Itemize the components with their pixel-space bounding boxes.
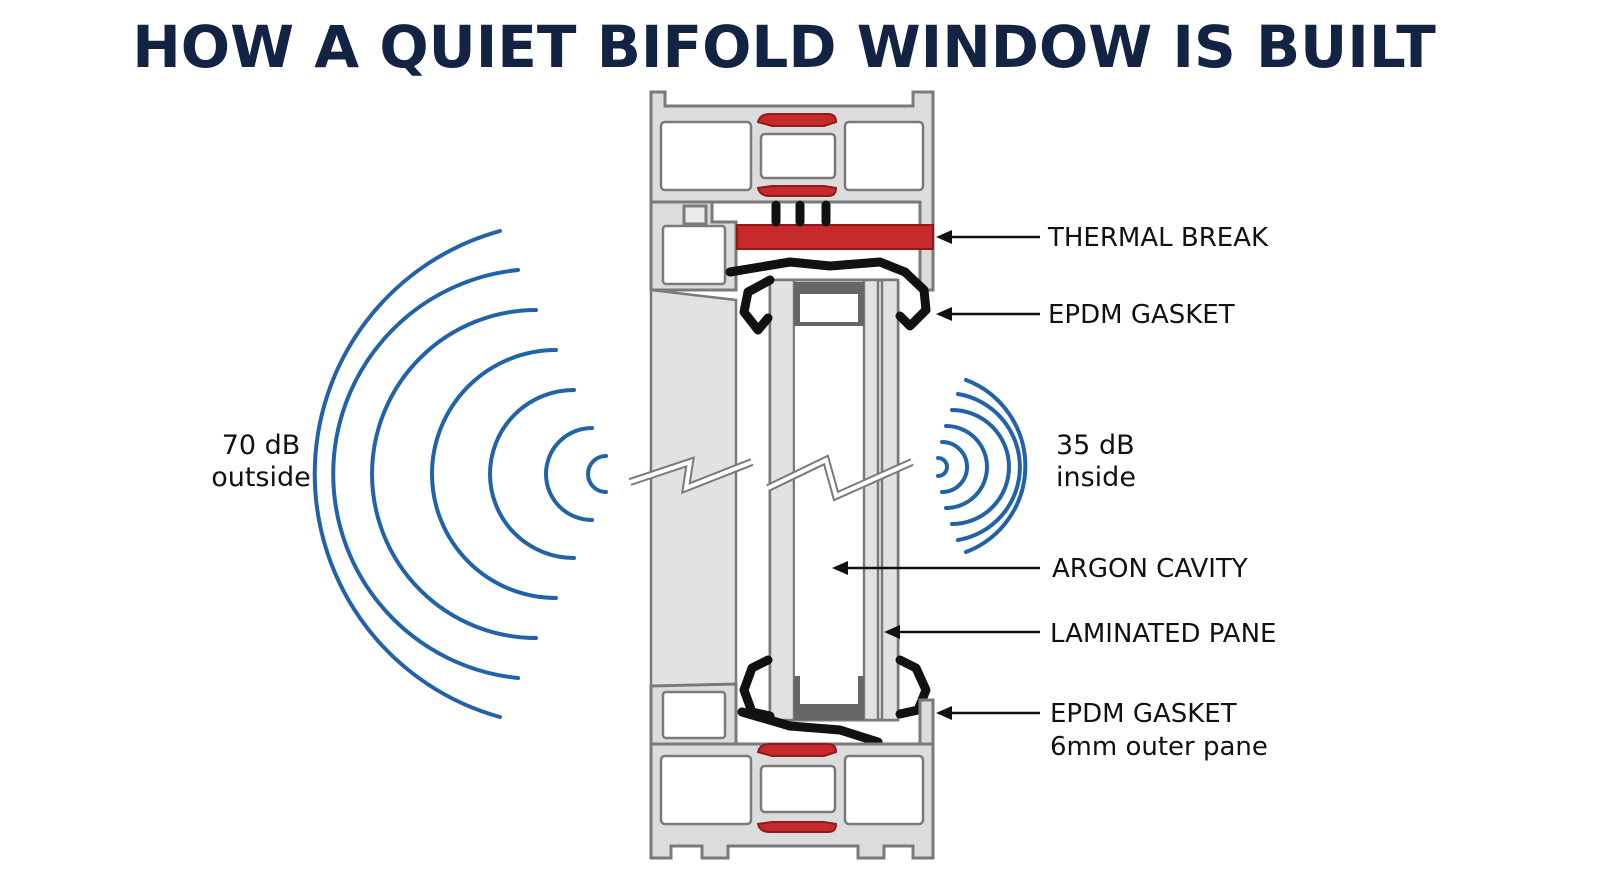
bottom-frame-profile — [649, 698, 935, 860]
inside-label: inside — [1056, 462, 1136, 493]
callout-outer-pane: 6mm outer pane — [1050, 732, 1268, 762]
callout-thermal-break: THERMAL BREAK — [1047, 223, 1269, 253]
page-title: HOW A QUIET BIFOLD WINDOW IS BUILT — [132, 13, 1436, 81]
top-epdm-gasket — [725, 200, 931, 335]
top-frame-profile — [649, 90, 935, 292]
sound-transmission-path — [628, 454, 914, 502]
thermal-break-bar — [736, 224, 934, 250]
outside-level: 70 dB — [222, 430, 301, 461]
callout-epdm-gasket-bottom: EPDM GASKET — [1050, 699, 1237, 729]
top-sash-profile — [649, 200, 738, 292]
inside-level: 35 dB — [1056, 430, 1135, 461]
callout-laminated-pane: LAMINATED PANE — [1050, 619, 1276, 649]
callout-argon-cavity: ARGON CAVITY — [1052, 554, 1248, 584]
callout-leaders — [832, 230, 1040, 720]
inside-sound-waves — [936, 378, 1028, 554]
outside-label: outside — [211, 462, 311, 493]
bottom-sash-profile — [649, 682, 738, 746]
insulated-glass-unit — [768, 278, 900, 722]
outside-sound-waves — [312, 229, 608, 719]
callout-epdm-gasket-top: EPDM GASKET — [1048, 300, 1235, 330]
